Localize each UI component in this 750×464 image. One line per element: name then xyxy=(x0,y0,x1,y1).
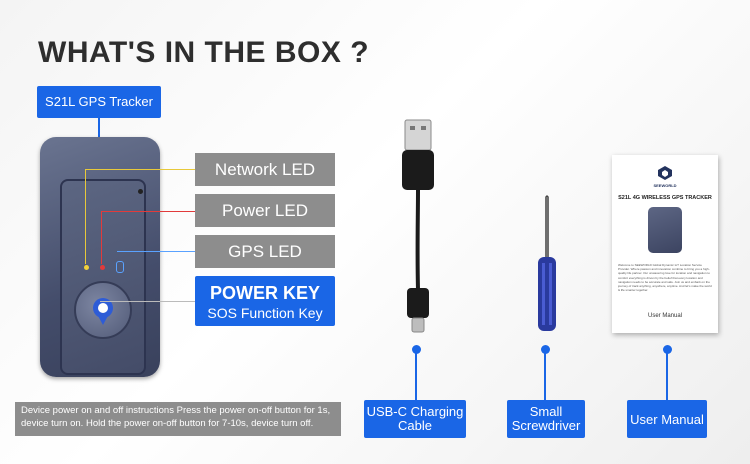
page-title: WHAT'S IN THE BOX ? xyxy=(38,36,370,69)
gps-led-line xyxy=(117,251,195,252)
screwdriver-pin-line xyxy=(544,353,546,401)
usb-c-cable-image xyxy=(402,119,434,333)
screwdriver-label: Small Screwdriver xyxy=(507,400,585,438)
device-label-connector xyxy=(98,118,100,150)
gps-led-icon xyxy=(116,261,124,273)
brand-logo-icon xyxy=(658,166,672,180)
power-led-text: Power LED xyxy=(222,201,308,220)
power-led-line xyxy=(101,211,195,212)
manual-label-text: User Manual xyxy=(630,411,704,427)
network-led-label: Network LED xyxy=(195,153,335,186)
sos-key-text: SOS Function Key xyxy=(207,305,323,321)
network-led-line xyxy=(85,169,195,170)
cable-label: USB-C Charging Cable xyxy=(364,400,466,438)
power-key-line xyxy=(100,301,195,302)
manual-label: User Manual xyxy=(627,400,707,438)
cable-label-text: USB-C Charging Cable xyxy=(366,404,464,433)
manual-body: Welcome to SEEWORLD Global Dynamic IoT L… xyxy=(618,263,712,293)
device-panel xyxy=(60,179,146,375)
power-led-line-vertical xyxy=(101,211,102,264)
sos-button xyxy=(74,281,132,339)
screwdriver-label-text: Small Screwdriver xyxy=(511,404,581,433)
cable-pin xyxy=(412,345,421,354)
manual-footer: User Manual xyxy=(647,313,682,319)
power-key-text: POWER KEY xyxy=(209,283,320,303)
network-led-text: Network LED xyxy=(214,160,316,179)
manual-heading: S21L 4G WIRELESS GPS TRACKER xyxy=(618,195,712,201)
manual-brand: SEEWORLD xyxy=(653,183,677,188)
device-label-text: S21L GPS Tracker xyxy=(45,94,153,109)
power-led-label: Power LED xyxy=(195,194,335,227)
manual-pin xyxy=(663,345,672,354)
location-pin-icon xyxy=(93,298,113,325)
manual-pin-line xyxy=(666,353,668,401)
cable-pin-line xyxy=(415,353,417,401)
power-led-dot xyxy=(100,265,105,270)
user-manual-image: SEEWORLD S21L 4G WIRELESS GPS TRACKER We… xyxy=(612,155,718,333)
power-instructions: Device power on and off instructions Pre… xyxy=(15,402,341,436)
network-led-line-vertical xyxy=(85,169,86,264)
gps-led-label: GPS LED xyxy=(195,235,335,268)
network-led-dot xyxy=(84,265,89,270)
device-label: S21L GPS Tracker xyxy=(37,86,161,118)
gps-led-text: GPS LED xyxy=(228,242,302,261)
manual-product-image xyxy=(648,207,682,253)
gps-tracker-device xyxy=(40,137,160,377)
device-indicator-dot xyxy=(138,189,143,194)
screwdriver-image xyxy=(538,195,556,331)
screwdriver-pin xyxy=(541,345,550,354)
power-key-label: POWER KEY SOS Function Key xyxy=(195,276,335,326)
